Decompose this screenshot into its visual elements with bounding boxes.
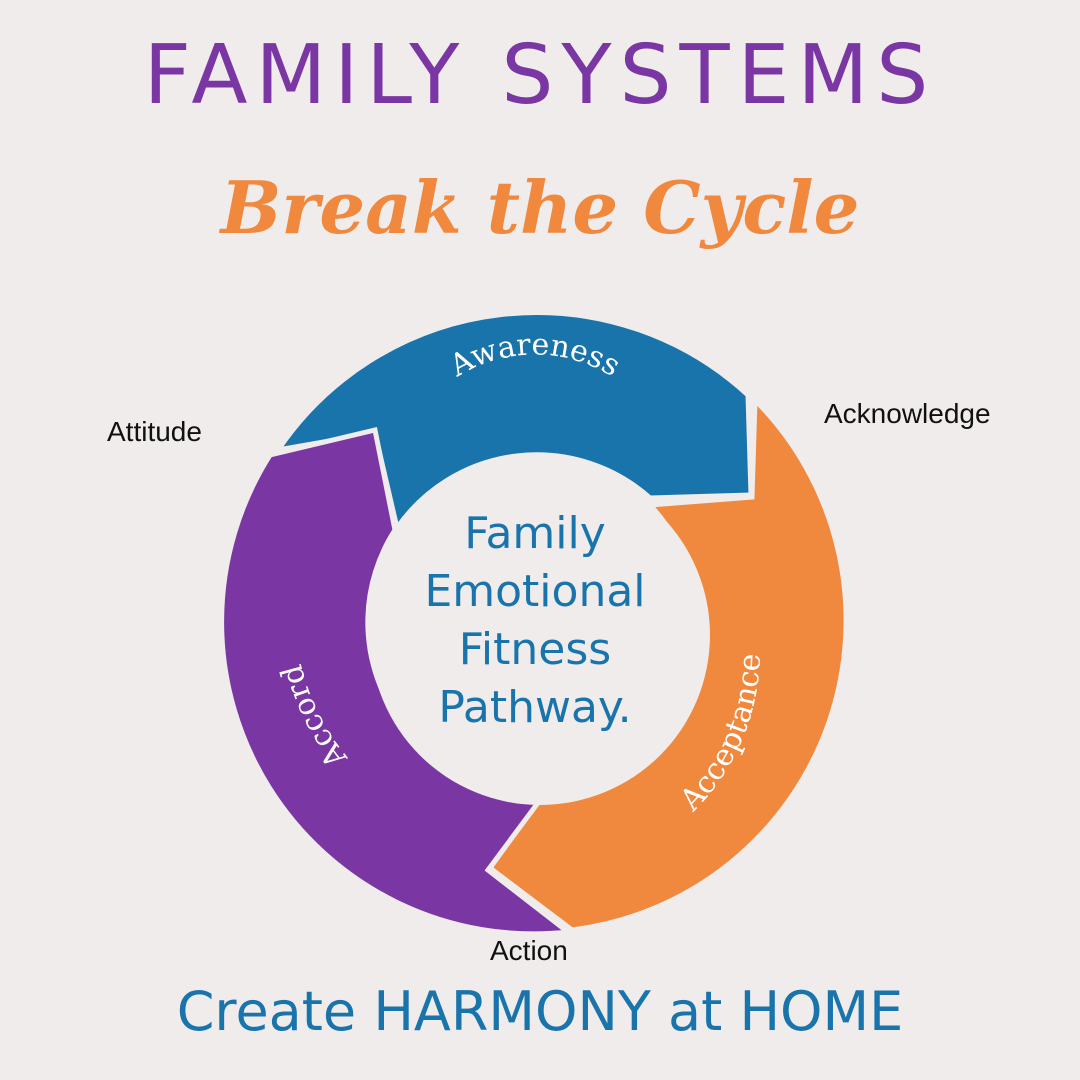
center-line: Pathway. (438, 682, 632, 733)
segment-awareness (272, 310, 754, 535)
label-acknowledge: Acknowledge (824, 398, 991, 429)
page-title: FAMILY SYSTEMS (143, 28, 937, 123)
footer-tagline: Create HARMONY at HOME (176, 980, 904, 1043)
center-line: Fitness (458, 624, 612, 675)
page-subtitle: Break the Cycle (220, 165, 860, 250)
center-circle (370, 465, 710, 805)
center-text: Family Emotional Fitness Pathway. (385, 505, 685, 737)
center-line: Family (464, 508, 606, 559)
label-action: Action (490, 935, 568, 966)
center-line: Emotional (424, 566, 646, 617)
label-attitude: Attitude (107, 416, 202, 447)
